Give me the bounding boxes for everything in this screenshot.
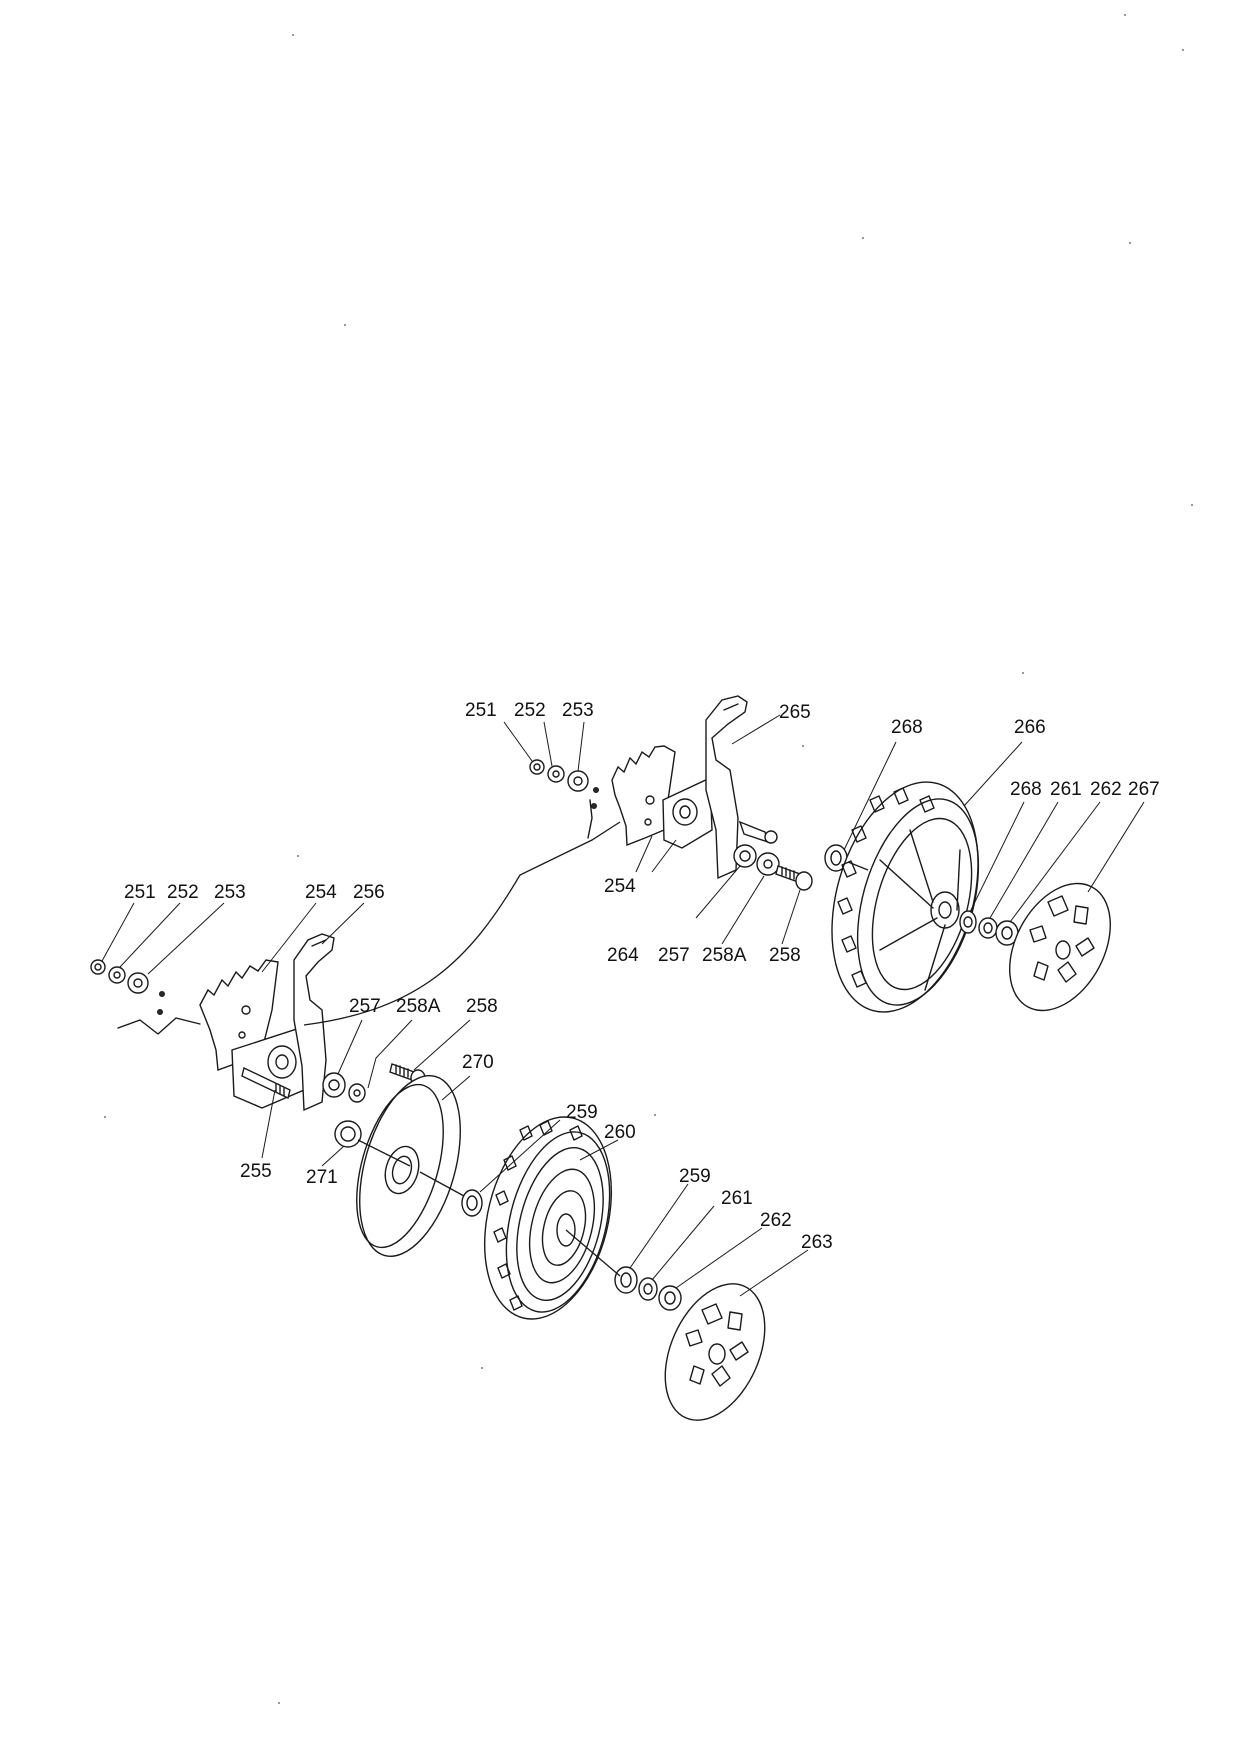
upper-bolt-258 (775, 865, 813, 891)
upper-pivot-plate-264 (662, 776, 713, 849)
label-251-upper: 251 (465, 700, 497, 721)
upper-lever-265 (705, 695, 748, 880)
label-254-upper: 254 (604, 876, 636, 897)
label-252-lower: 252 (167, 882, 199, 903)
label-267: 267 (1128, 779, 1160, 800)
lower-washer-252 (108, 966, 126, 984)
lower-axle-255 (241, 1066, 291, 1100)
connecting-rod-line (303, 821, 621, 1026)
label-260: 260 (604, 1122, 636, 1143)
deck-edge (587, 799, 593, 839)
lower-lever-grip (311, 939, 327, 947)
leader-lines (101, 714, 1145, 1297)
upper-washer-253 (567, 770, 589, 792)
upper-nut-251 (529, 759, 545, 775)
lower-lever-256 (293, 933, 335, 1112)
label-258A-lower: 258A (396, 996, 441, 1017)
washer-261-lower (638, 1277, 658, 1301)
deck-hole (159, 991, 165, 997)
washer-261-rear (978, 917, 998, 939)
label-259-outer: 259 (679, 1166, 711, 1187)
label-268-right: 268 (1010, 779, 1042, 800)
lower-spacer-257 (322, 1072, 346, 1098)
label-259-inner: 259 (566, 1102, 598, 1123)
bearing-259-outer (614, 1266, 638, 1294)
label-256-lower: 256 (353, 882, 385, 903)
label-263: 263 (801, 1232, 833, 1253)
label-268-upper-left: 268 (891, 717, 923, 738)
label-261-right: 261 (1050, 779, 1082, 800)
label-257-upper: 257 (658, 945, 690, 966)
label-271: 271 (306, 1167, 338, 1188)
upper-bracket-hole (645, 795, 655, 805)
lower-deck-edge (117, 1017, 201, 1035)
upper-lever-grip (723, 703, 739, 711)
bearing-268-outer (959, 910, 977, 934)
deck-hole (591, 803, 597, 809)
lower-nut-251 (90, 959, 106, 975)
label-261-lower: 261 (721, 1188, 753, 1209)
part-number-labels: 251 252 253 251 252 253 254 256 265 254 … (124, 700, 1160, 1253)
upper-axle-stub-end (764, 830, 778, 844)
rear-hub-cap-267 (1009, 882, 1111, 1012)
upper-washer-258A (756, 852, 780, 876)
label-257-lower: 257 (349, 996, 381, 1017)
lower-washer-258A (348, 1083, 366, 1103)
upper-bracket-hole (644, 818, 652, 826)
bearing-259-inner (461, 1189, 483, 1217)
deck-hole (157, 1009, 163, 1015)
label-264: 264 (607, 945, 639, 966)
hub-cap-263 (664, 1283, 766, 1421)
upper-height-bracket-254 (611, 745, 676, 847)
label-253-lower: 253 (214, 882, 246, 903)
label-270: 270 (462, 1052, 494, 1073)
lower-wheel-axis-line (357, 1139, 621, 1277)
nut-262-lower (658, 1285, 682, 1311)
label-258-lower: 258 (466, 996, 498, 1017)
upper-washer-252 (547, 765, 565, 783)
lower-bracket-hole (241, 1005, 251, 1015)
upper-spacer-257 (733, 844, 757, 868)
rear-wheel-266 (831, 781, 980, 1013)
label-258-upper: 258 (769, 945, 801, 966)
label-265: 265 (779, 702, 811, 723)
label-254-lower: 254 (305, 882, 337, 903)
lower-wheel-260 (483, 1116, 613, 1320)
upper-axle-stub (738, 820, 770, 844)
bearing-268-inner (824, 844, 848, 872)
label-252-upper: 252 (514, 700, 546, 721)
label-262-right: 262 (1090, 779, 1122, 800)
label-266: 266 (1014, 717, 1046, 738)
lower-washer-253 (127, 972, 149, 994)
label-258A-upper: 258A (702, 945, 747, 966)
rear-wheel-axis-line (847, 861, 869, 871)
scan-specks (104, 14, 1193, 1704)
deck-hole (593, 787, 599, 793)
label-251-lower: 251 (124, 882, 156, 903)
label-262-lower: 262 (760, 1210, 792, 1231)
label-255: 255 (240, 1161, 272, 1182)
bushing-271 (334, 1120, 362, 1148)
lower-bracket-hole (238, 1031, 246, 1039)
label-253-upper: 253 (562, 700, 594, 721)
